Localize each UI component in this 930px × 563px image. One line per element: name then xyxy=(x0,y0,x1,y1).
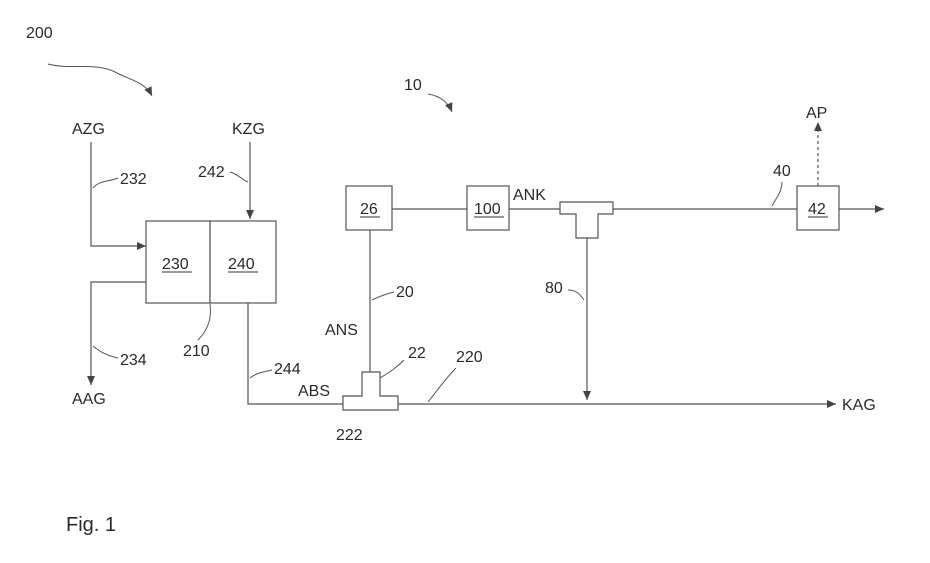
label-222: 222 xyxy=(336,427,363,444)
label-242: 242 xyxy=(198,164,225,181)
label-80: 80 xyxy=(545,280,563,297)
label-ABS: ABS xyxy=(298,383,330,400)
line-230-to-AAG xyxy=(91,282,146,385)
line-AZG-to-230 xyxy=(91,142,146,246)
label-234: 234 xyxy=(120,352,147,369)
leader-80 xyxy=(568,290,584,300)
leader-40 xyxy=(772,182,782,206)
label-40: 40 xyxy=(773,163,791,180)
label-KAG: KAG xyxy=(842,397,876,414)
label-10: 10 xyxy=(404,77,422,94)
label-244: 244 xyxy=(274,361,301,378)
pointer-200 xyxy=(48,64,152,96)
label-20: 20 xyxy=(396,284,414,301)
leader-232 xyxy=(93,178,118,188)
label-AZG: AZG xyxy=(72,121,105,138)
label-220: 220 xyxy=(456,349,483,366)
label-22: 22 xyxy=(408,345,426,362)
label-ANS: ANS xyxy=(325,322,358,339)
label-210: 210 xyxy=(183,343,210,360)
mixer-tee xyxy=(343,372,398,410)
figure-caption: Fig. 1 xyxy=(66,514,116,536)
leader-22 xyxy=(380,360,404,378)
leader-210 xyxy=(198,304,211,340)
leader-20 xyxy=(372,292,394,300)
leader-244 xyxy=(250,370,272,378)
box-230-label: 230 xyxy=(162,256,189,273)
leader-234 xyxy=(93,346,118,358)
box-26-label: 26 xyxy=(360,201,378,218)
label-ANK: ANK xyxy=(513,187,546,204)
leader-220 xyxy=(428,368,456,402)
label-232: 232 xyxy=(120,171,147,188)
label-KZG: KZG xyxy=(232,121,265,138)
splitter-tee xyxy=(560,202,613,238)
box-100-label: 100 xyxy=(474,201,501,218)
label-200: 200 xyxy=(26,25,53,42)
label-AAG: AAG xyxy=(72,391,106,408)
leader-242 xyxy=(230,172,248,182)
pointer-10 xyxy=(428,94,452,112)
box-240-label: 240 xyxy=(228,256,255,273)
label-AP: AP xyxy=(806,105,827,122)
box-42-label: 42 xyxy=(808,201,826,218)
